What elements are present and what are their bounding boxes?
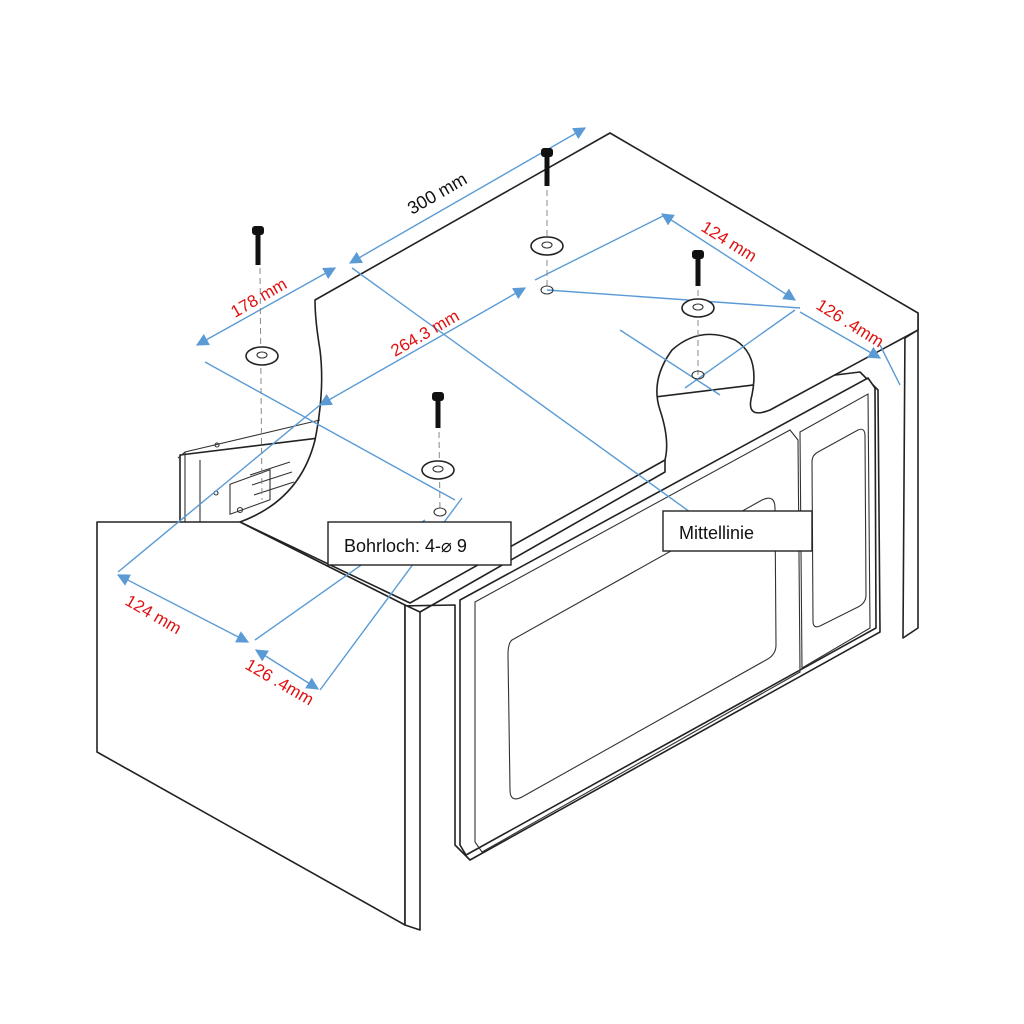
control-panel-display	[811, 428, 867, 628]
cabinet-left-panel	[96, 521, 406, 926]
dim-126-front	[254, 649, 320, 690]
microwave-door	[474, 429, 801, 853]
drill-hole-icon	[691, 370, 705, 380]
dim-126-back	[799, 311, 882, 359]
cabinet-left-panel-edge	[404, 604, 421, 931]
fasteners	[245, 148, 715, 517]
cabinet-right-side	[902, 312, 919, 639]
microwave-window	[507, 497, 777, 800]
dim-264	[318, 287, 527, 406]
drill-hole-icon	[540, 285, 554, 295]
washer-icon	[530, 236, 564, 256]
svg-text:Bohrloch: 4-⌀ 9: Bohrloch: 4-⌀ 9	[344, 536, 467, 556]
screw-icon	[432, 392, 444, 513]
dim-178	[195, 267, 337, 346]
label-300: 300 mm	[404, 169, 470, 219]
washer-icon	[245, 346, 279, 366]
dim-124-front	[116, 574, 250, 643]
drill-hole-icon	[433, 507, 447, 517]
callout-drill-hole: Bohrloch: 4-⌀ 9	[327, 521, 512, 566]
washer-icon	[421, 460, 455, 480]
microwave-front	[459, 377, 877, 856]
washer-icon	[681, 298, 715, 318]
control-panel	[799, 393, 871, 669]
callout-centerline: Mittellinie	[662, 510, 813, 552]
screw-icon	[252, 226, 264, 501]
svg-text:Mittellinie: Mittellinie	[679, 523, 754, 543]
dim-124-back	[660, 213, 797, 301]
